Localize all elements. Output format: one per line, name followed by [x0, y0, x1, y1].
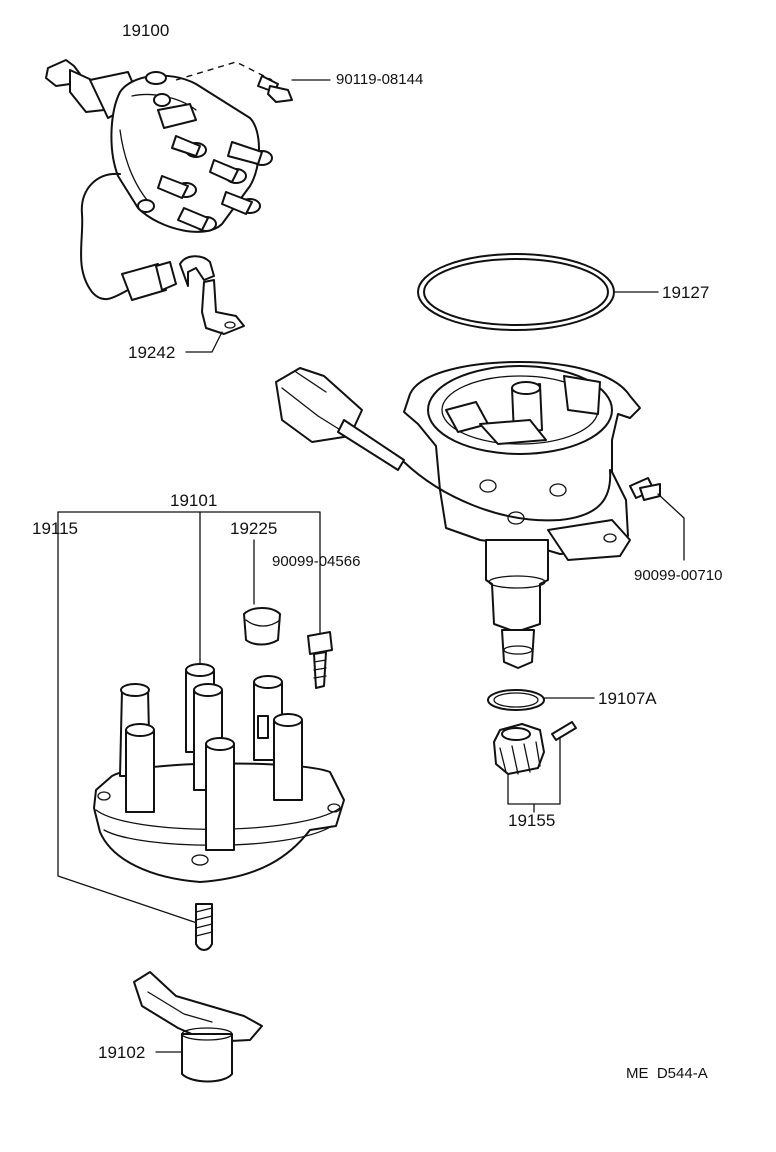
distributor-housing: [275, 361, 641, 669]
label-90119-08144: 90119-08144: [336, 71, 423, 88]
carbon-19115: [195, 903, 213, 951]
cap-towers: [119, 663, 303, 851]
bolt-90099-00710: [629, 477, 685, 561]
label-19102: 19102: [98, 1043, 145, 1062]
label-19115: 19115: [32, 519, 78, 538]
gasket-ring-19127: [417, 253, 659, 331]
cap-assembly-19101: [57, 511, 345, 925]
screw-90119: [175, 61, 331, 103]
label-90099-04566: 90099-04566: [272, 553, 360, 570]
label-90099-00710: 90099-00710: [634, 567, 722, 584]
distributor-assembly: [45, 59, 273, 301]
drawing-code: ME D544-A: [626, 1065, 708, 1082]
label-19127: 19127: [662, 283, 709, 302]
label-19101: 19101: [170, 491, 217, 510]
label-19225: 19225: [230, 519, 277, 538]
label-19107a: 19107A: [598, 689, 657, 708]
gear-set-19155: [493, 721, 577, 813]
label-19155: 19155: [508, 811, 555, 830]
o-ring-19107a: [487, 689, 595, 711]
rotor-19102: [133, 971, 263, 1083]
label-19100: 19100: [122, 21, 169, 40]
clamp-19242: [179, 255, 245, 353]
label-19242: 19242: [128, 343, 175, 362]
